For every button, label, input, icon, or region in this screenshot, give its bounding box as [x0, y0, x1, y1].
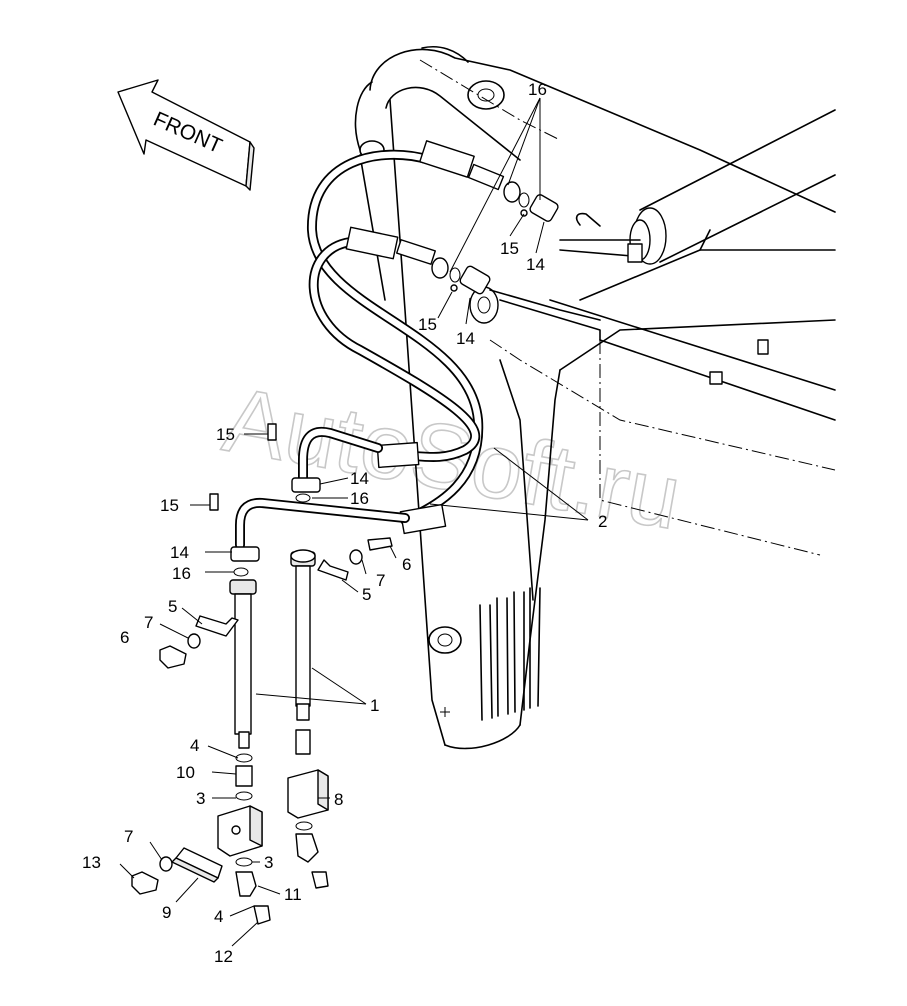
- callout-16: 16: [350, 489, 369, 508]
- callout-3: 3: [196, 789, 205, 808]
- callout-13: 13: [82, 853, 101, 872]
- callout-14: 14: [456, 329, 475, 348]
- fittings: [217, 549, 329, 925]
- leader-lines: [119, 97, 589, 947]
- callout-2: 2: [598, 512, 607, 531]
- callout-15: 15: [160, 496, 179, 515]
- callout-11: 11: [284, 885, 302, 904]
- callout-16: 16: [172, 564, 191, 583]
- callout-10: 10: [176, 763, 195, 782]
- callout-9: 9: [162, 903, 171, 922]
- callout-14: 14: [350, 469, 369, 488]
- callout-6: 6: [402, 555, 411, 574]
- callout-16: 16: [528, 80, 547, 99]
- callout-15: 15: [418, 315, 437, 334]
- callout-3: 3: [264, 853, 273, 872]
- callout-7: 7: [144, 613, 153, 632]
- callout-5: 5: [168, 597, 177, 616]
- front-direction-arrow: FRONT: [117, 79, 255, 191]
- callout-15: 15: [216, 425, 235, 444]
- hoses: [235, 140, 521, 550]
- callouts: 16 15 14 15 14 15 14 16 15 2 14 6 16 7 5…: [82, 80, 607, 966]
- callout-8: 8: [334, 790, 343, 809]
- clamps-bolts: [131, 537, 393, 895]
- callout-14: 14: [526, 255, 545, 274]
- callout-4: 4: [190, 736, 199, 755]
- callout-5: 5: [362, 585, 371, 604]
- callout-12: 12: [214, 947, 233, 966]
- callout-1: 1: [370, 696, 379, 715]
- callout-7: 7: [124, 827, 133, 846]
- callout-6: 6: [120, 628, 129, 647]
- boom-structure: [354, 46, 836, 750]
- callout-14: 14: [170, 543, 189, 562]
- callout-15: 15: [500, 239, 519, 258]
- callout-4: 4: [214, 907, 223, 926]
- callout-7: 7: [376, 571, 385, 590]
- tubes: [229, 551, 316, 749]
- flange-parts: [209, 192, 559, 577]
